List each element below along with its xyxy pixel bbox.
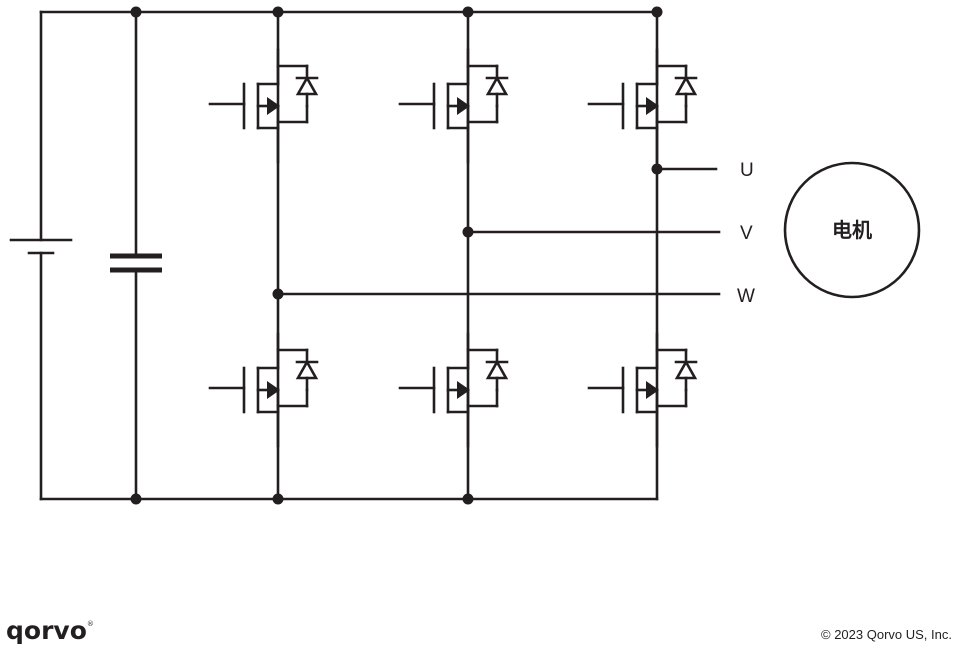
switch-high-2 bbox=[398, 48, 509, 164]
copyright-notice: © 2023 Qorvo US, Inc. bbox=[821, 627, 952, 642]
switch-high-1 bbox=[208, 48, 319, 164]
capacitor-symbol bbox=[110, 10, 162, 501]
switch-low-3 bbox=[587, 332, 698, 448]
switch-high-3 bbox=[587, 48, 698, 164]
motor-circle bbox=[783, 161, 921, 299]
phase-label-u: U bbox=[740, 160, 754, 181]
battery-symbol bbox=[9, 10, 73, 501]
junction-dots bbox=[130, 6, 663, 505]
phase-label-w: W bbox=[737, 286, 755, 307]
switch-low-2 bbox=[398, 332, 509, 448]
phase-label-v: V bbox=[740, 223, 753, 244]
logo-text: qorvo bbox=[6, 616, 87, 645]
qorvo-logo: qorvo® bbox=[6, 616, 94, 645]
registered-mark: ® bbox=[86, 620, 94, 628]
switch-low-1 bbox=[208, 332, 319, 448]
motor-label: 电机 bbox=[832, 218, 872, 242]
